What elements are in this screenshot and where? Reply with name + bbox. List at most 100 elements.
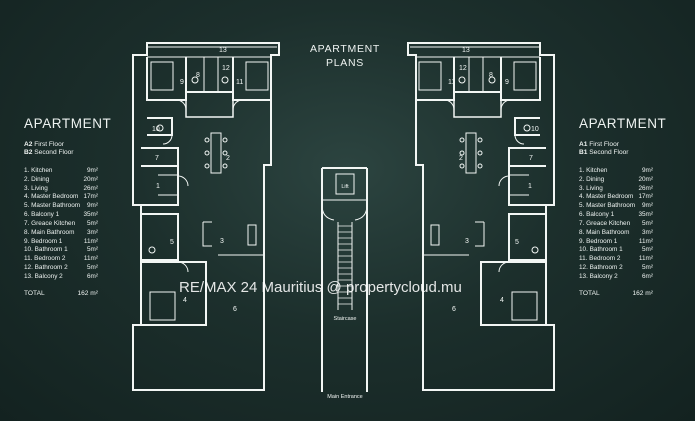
room-row: 2. Dining 20m² bbox=[24, 176, 98, 185]
label-1: 1 bbox=[528, 183, 532, 190]
room-name: 7. Greace Kitchen bbox=[24, 219, 76, 227]
total-label: TOTAL bbox=[24, 289, 45, 297]
room-area: 11m² bbox=[638, 237, 653, 245]
label-11: 11 bbox=[236, 79, 243, 86]
label-6: 6 bbox=[233, 306, 237, 313]
plans-title: APARTMENT PLANS bbox=[280, 42, 410, 70]
label-1: 1 bbox=[156, 183, 160, 190]
total-row: TOTAL 162 m² bbox=[579, 290, 653, 297]
room-area: 9m² bbox=[86, 202, 98, 210]
label-9: 9 bbox=[505, 79, 509, 86]
floor-label: First Floor bbox=[34, 141, 64, 148]
floor-line: A2 First Floor bbox=[24, 141, 144, 149]
room-name: 12. Bathroom 2 bbox=[24, 264, 68, 272]
label-10: 10 bbox=[152, 126, 160, 133]
label-9: 9 bbox=[180, 79, 184, 86]
floor-code: A2 bbox=[24, 141, 33, 148]
room-area: 20m² bbox=[638, 175, 653, 183]
title-line-2: PLANS bbox=[326, 57, 364, 69]
room-row: 1. Kitchen 9m² bbox=[579, 167, 653, 176]
floor-label: Second Floor bbox=[589, 149, 629, 157]
room-area: 9m² bbox=[641, 202, 653, 210]
floor-line: B1 Second Floor bbox=[579, 149, 695, 157]
room-row: 6. Balcony 1 35m² bbox=[579, 211, 653, 220]
room-area: 11m² bbox=[638, 255, 653, 263]
room-row: 13. Balcony 2 6m² bbox=[579, 273, 653, 282]
room-name: 3. Living bbox=[579, 184, 603, 192]
room-row: 3. Living 26m² bbox=[579, 185, 653, 194]
room-name: 2. Dining bbox=[579, 175, 605, 183]
label-5: 5 bbox=[515, 239, 519, 246]
room-name: 10. Bathroom 1 bbox=[579, 246, 623, 254]
plan-left bbox=[132, 42, 280, 391]
room-name: 7. Greace Kitchen bbox=[579, 219, 631, 227]
label-10: 10 bbox=[531, 126, 539, 133]
label-8: 8 bbox=[196, 72, 200, 79]
room-name: 2. Dining bbox=[24, 175, 50, 183]
label-13: 13 bbox=[219, 47, 227, 54]
room-area: 26m² bbox=[83, 184, 98, 192]
room-name: 8. Main Bathroom bbox=[579, 228, 630, 236]
label-2: 2 bbox=[226, 155, 230, 162]
watermark: RE/MAX 24 Mauritius @ propertycloud.mu bbox=[179, 279, 462, 296]
floor-label: Second Floor bbox=[34, 149, 74, 157]
room-name: 13. Balcony 2 bbox=[24, 272, 63, 280]
room-area: 26m² bbox=[638, 184, 653, 192]
label-8: 8 bbox=[489, 72, 493, 79]
room-name: 9. Bedroom 1 bbox=[579, 237, 618, 245]
total-value: 162 m² bbox=[77, 289, 98, 297]
room-area: 5m² bbox=[641, 264, 653, 272]
label-3: 3 bbox=[220, 238, 224, 245]
stair-treads bbox=[338, 225, 352, 305]
room-area: 11m² bbox=[83, 237, 98, 245]
label-11: 11 bbox=[448, 79, 455, 86]
room-name: 13. Balcony 2 bbox=[579, 272, 618, 280]
room-name: 10. Bathroom 1 bbox=[24, 246, 68, 254]
label-4: 4 bbox=[183, 297, 187, 304]
room-name: 5. Master Bathroom bbox=[579, 202, 636, 210]
panel-heading: APARTMENT bbox=[24, 116, 112, 131]
room-name: 4. Master Bedroom bbox=[24, 193, 79, 201]
label-6: 6 bbox=[452, 306, 456, 313]
room-area: 3m² bbox=[86, 228, 98, 236]
room-row: 11. Bedroom 2 11m² bbox=[579, 255, 653, 264]
label-4: 4 bbox=[500, 297, 504, 304]
room-area: 9m² bbox=[641, 166, 653, 174]
label-2: 2 bbox=[459, 155, 463, 162]
room-area: 35m² bbox=[638, 211, 653, 219]
room-list: 1. Kitchen 9m² 2. Dining 20m² 3. Living 26m… bbox=[579, 167, 695, 282]
room-name: 8. Main Bathroom bbox=[24, 228, 75, 236]
room-name: 6. Balcony 1 bbox=[579, 211, 615, 219]
total-label: TOTAL bbox=[579, 289, 600, 297]
central-core bbox=[321, 167, 368, 392]
staircase-label: Staircase bbox=[334, 316, 357, 322]
room-name: 3. Living bbox=[24, 184, 48, 192]
total-row: TOTAL 162 m² bbox=[24, 290, 98, 297]
room-area: 6m² bbox=[641, 272, 653, 280]
room-area: 5m² bbox=[641, 219, 653, 227]
label-7: 7 bbox=[529, 155, 533, 162]
room-row: 8. Main Bathroom 3m² bbox=[24, 229, 98, 238]
room-row: 3. Living 26m² bbox=[24, 185, 98, 194]
room-row: 7. Greace Kitchen 5m² bbox=[579, 220, 653, 229]
room-name: 1. Kitchen bbox=[579, 166, 608, 174]
room-area: 20m² bbox=[83, 175, 98, 183]
room-area: 5m² bbox=[641, 246, 653, 254]
room-name: 11. Bedroom 2 bbox=[24, 255, 66, 263]
floor-label: First Floor bbox=[589, 141, 619, 148]
left-info-panel: APARTMENT A2 First Floor B2 Second Floor… bbox=[24, 116, 144, 297]
room-area: 3m² bbox=[641, 228, 653, 236]
lift-label: Lift bbox=[341, 184, 349, 190]
plan-right-labels: 13 9 8 12 11 10 2 7 1 3 5 4 6 bbox=[448, 47, 539, 313]
room-name: 5. Master Bathroom bbox=[24, 202, 81, 210]
room-name: 11. Bedroom 2 bbox=[579, 255, 621, 263]
total-value: 162 m² bbox=[632, 289, 653, 297]
